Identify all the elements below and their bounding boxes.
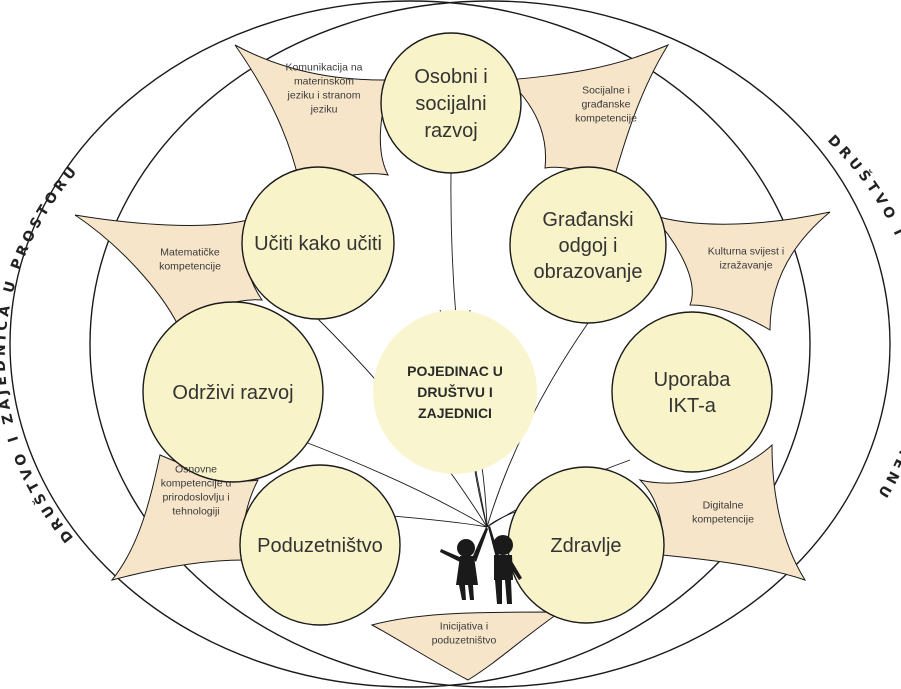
right-outer-ellipse <box>89 0 891 688</box>
children-silhouette <box>440 526 522 604</box>
competence-label-kulturna-line: Kulturna svijest i <box>708 246 784 258</box>
theme-label-osobni-line: Osobni i <box>414 66 487 88</box>
web-socijalne <box>506 43 670 186</box>
competence-label-osnovne-line: Osnovne <box>175 464 217 476</box>
theme-label-ucitikako-line: Učiti kako učiti <box>254 233 382 255</box>
theme-label-odrzivi-line: Održivi razvoj <box>172 382 293 404</box>
competence-label-socijalne: Socijalne i građanske kompetencije <box>575 85 637 125</box>
left-arc-label: DRUŠTVO I ZAJEDNICA U PROSTORU <box>0 161 83 545</box>
theme-circles <box>142 32 773 626</box>
web-matematicke <box>74 214 264 326</box>
competence-label-osnovne: Osnovne kompetencije u prirodoslovlju i teh… <box>161 464 232 518</box>
competence-label-digitalne: Digitalne kompetencije <box>692 500 754 526</box>
theme-label-ucitikako: Učiti kako učiti <box>254 233 382 255</box>
competence-label-inicijativa: Inicijativa i poduzetništvo <box>432 621 497 647</box>
theme-label-osobni-line: razvoj <box>424 120 477 142</box>
center-circle <box>373 310 537 474</box>
theme-label-uporaba-line: Uporaba <box>654 369 732 391</box>
web-inicijativa <box>370 611 562 681</box>
competence-label-osnovne-line: tehnologiji <box>172 506 219 518</box>
circle-gradanski <box>509 166 667 324</box>
theme-label-zdravlje-line: Zdravlje <box>550 535 621 557</box>
web-kulturna <box>650 211 831 331</box>
competence-label-digitalne-line: Digitalne <box>703 500 744 512</box>
circle-ucitikako <box>241 166 395 320</box>
competence-label-kulturna-line: izražavanje <box>719 260 772 272</box>
competence-label-inicijativa-line: Inicijativa i <box>440 621 488 633</box>
theme-label-gradanski: Građanski odgoj i obrazovanje <box>534 209 643 283</box>
theme-label-gradanski-line: Građanski <box>542 209 633 231</box>
theme-label-poduzetnistvo-line: Poduzetništvo <box>257 535 383 557</box>
competence-label-kulturna: Kulturna svijest i izražavanje <box>708 246 784 272</box>
competence-label-socijalne-line: građanske <box>581 99 630 111</box>
competence-web <box>74 43 831 681</box>
competence-label-komunikacija-line: materinskom <box>294 76 354 88</box>
circle-poduzetnistvo <box>239 464 401 626</box>
theme-label-gradanski-line: obrazovanje <box>534 261 643 283</box>
circle-osobni <box>380 32 522 174</box>
center-label: POJEDINAC U DRUŠTVU I ZAJEDNICI <box>407 363 503 421</box>
left-outer-ellipse <box>9 0 811 688</box>
competence-label-matematicke-line: Matematičke <box>160 247 220 259</box>
circle-uporaba <box>611 311 773 473</box>
balloon-string <box>299 439 488 528</box>
center-label-line: DRUŠTVU I <box>417 383 492 400</box>
theme-label-gradanski-line: odgoj i <box>559 235 618 257</box>
competence-label-komunikacija-line: jeziku <box>310 104 338 116</box>
theme-label-osobni-line: socijalni <box>415 93 486 115</box>
center-label-line: ZAJEDNICI <box>418 405 492 421</box>
competence-label-osnovne-line: kompetencije u <box>161 478 232 490</box>
theme-label-uporaba-line: IKT-a <box>668 395 717 417</box>
theme-label-poduzetnistvo: Poduzetništvo <box>257 535 383 557</box>
competence-label-matematicke: Matematičke kompetencije <box>159 247 221 273</box>
theme-label-zdravlje: Zdravlje <box>550 535 621 557</box>
competence-label-socijalne-line: kompetencije <box>575 113 637 125</box>
theme-label-odrzivi: Održivi razvoj <box>172 382 293 404</box>
web-komunikacija <box>234 44 393 186</box>
competence-label-digitalne-line: kompetencije <box>692 514 754 526</box>
competence-label-inicijativa-line: poduzetništvo <box>432 635 497 647</box>
competence-label-komunikacija: Komunikacija na materinskom jeziku i stran… <box>285 62 362 116</box>
competence-label-osnovne-line: prirodoslovlju i <box>162 492 229 504</box>
circle-odrzivi <box>142 301 324 483</box>
center-label-line: POJEDINAC U <box>407 363 503 379</box>
competence-label-matematicke-line: kompetencije <box>159 261 221 273</box>
competence-label-komunikacija-line: jeziku i stranom <box>287 90 361 102</box>
theme-label-osobni: Osobni i socijalni razvoj <box>414 66 487 142</box>
competence-label-socijalne-line: Socijalne i <box>582 85 630 97</box>
competence-label-komunikacija-line: Komunikacija na <box>285 62 362 74</box>
